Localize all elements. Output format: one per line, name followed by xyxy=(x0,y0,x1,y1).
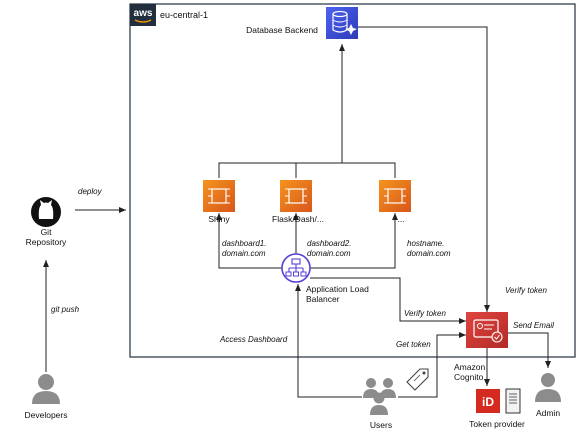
cognito-label-line1: Amazon xyxy=(454,362,485,372)
app-shiny: Shiny xyxy=(203,180,235,224)
git-label-line2: Repository xyxy=(26,237,67,247)
app-other: ... xyxy=(379,180,411,224)
server-icon xyxy=(505,388,521,414)
amazon-cognito: Amazon Cognito xyxy=(454,312,508,382)
edge-alb-to-cognito xyxy=(310,277,466,324)
id-badge-icon xyxy=(476,389,500,413)
token-provider: iD Token provider xyxy=(469,388,525,429)
app-label: ... xyxy=(397,214,404,224)
application-load-balancer: Application Load Balancer xyxy=(281,253,369,304)
tag-icon xyxy=(406,368,429,391)
compute-icon xyxy=(203,180,235,212)
route-label-line1: dashboard1. xyxy=(222,239,266,248)
edge-db-to-cognito xyxy=(358,26,490,312)
database-backend: Database Backend xyxy=(246,7,358,39)
edge-users-to-alb xyxy=(295,284,362,398)
route-label-line2: domain.com xyxy=(222,249,266,258)
git-label-line1: Git xyxy=(41,227,53,237)
users-group-icon xyxy=(363,378,396,415)
edge-label-git-push: git push xyxy=(51,305,80,314)
route-label-line2: domain.com xyxy=(407,249,451,258)
alb-label-line2: Balancer xyxy=(306,294,340,304)
edge-users-to-cognito xyxy=(398,332,466,398)
database-label: Database Backend xyxy=(246,25,318,35)
edge-label-deploy: deploy xyxy=(78,187,103,196)
users: Users xyxy=(363,368,429,430)
compute-icon xyxy=(280,180,312,212)
aws-region-boundary: aws eu-central-1 xyxy=(129,3,576,358)
edge-app-bus xyxy=(218,162,396,178)
person-icon xyxy=(535,373,561,402)
edge-label-get-token: Get token xyxy=(396,340,431,349)
route-label-line1: dashboard2. xyxy=(307,239,351,248)
edge-labels: deploy git push Access Dashboard Verify … xyxy=(51,187,554,349)
edge-alb-to-other xyxy=(310,213,398,269)
edge-label-access-dashboard: Access Dashboard xyxy=(219,335,288,344)
developers-label: Developers xyxy=(25,410,68,420)
route-label-line1: hostname. xyxy=(407,239,444,248)
id-badge-text: iD xyxy=(482,395,494,409)
admin-label: Admin xyxy=(536,408,560,418)
database-icon xyxy=(326,7,358,39)
users-label: Users xyxy=(370,420,392,430)
app-flask-dash: Flask/Dash/... xyxy=(272,180,324,224)
compute-icon xyxy=(379,180,411,212)
region-name: eu-central-1 xyxy=(160,10,208,20)
git-repository: Git Repository xyxy=(26,197,67,247)
edge-cognito-to-admin xyxy=(508,332,551,368)
route-label-line2: domain.com xyxy=(307,249,351,258)
edge-label-send-email: Send Email xyxy=(513,321,554,330)
aws-badge-text: aws xyxy=(134,8,153,19)
route-labels: dashboard1. domain.com dashboard2. domai… xyxy=(222,239,451,258)
token-provider-label: Token provider xyxy=(469,419,525,429)
app-label: Flask/Dash/... xyxy=(272,214,324,224)
edge-alb-to-shiny xyxy=(216,213,282,269)
app-label: Shiny xyxy=(208,214,230,224)
admin: Admin xyxy=(535,373,561,418)
developers: Developers xyxy=(25,374,68,420)
edge-label-verify-token: Verify token xyxy=(404,309,446,318)
connectors xyxy=(43,26,551,398)
edge-label-verify-token-db: Verify token xyxy=(505,286,547,295)
cognito-icon xyxy=(466,312,508,348)
alb-label-line1: Application Load xyxy=(306,284,369,294)
cognito-label-line2: Cognito xyxy=(454,372,484,382)
person-icon xyxy=(32,374,60,404)
